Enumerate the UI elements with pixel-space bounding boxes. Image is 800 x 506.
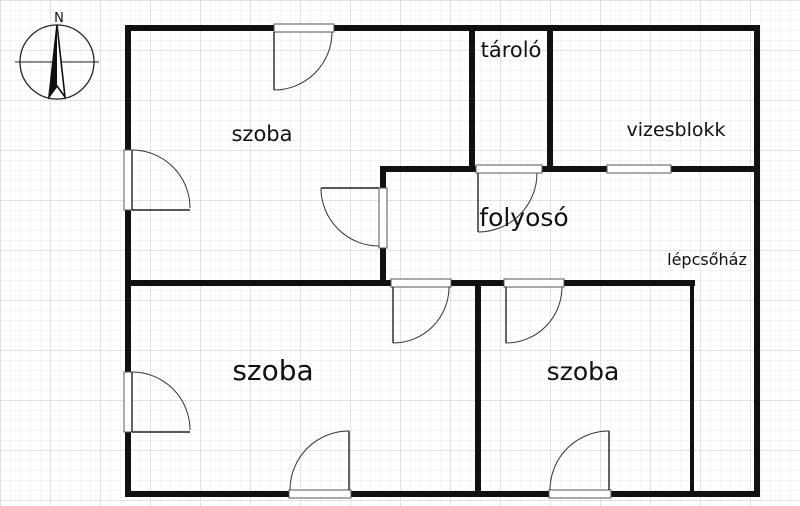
room-label-bottom-left: szoba	[232, 354, 313, 387]
room-label-bathroom: vizesblokk	[626, 119, 725, 141]
door-bathroom	[606, 164, 672, 174]
door-bottom-wall-right	[548, 430, 612, 499]
compass-north-label: N	[54, 11, 64, 26]
door-left-top-room	[123, 149, 191, 211]
door-storage	[475, 164, 543, 233]
room-label-bottom-right: szoba	[547, 357, 620, 386]
door-bottom-left-from-corridor	[390, 278, 452, 344]
room-label-corridor: folyosó	[479, 203, 568, 232]
room-label-stairwell: lépcsőház	[667, 250, 747, 269]
room-label-storage: tároló	[481, 38, 542, 62]
door-corridor-left	[320, 187, 388, 249]
door-left-bottom-room	[123, 371, 191, 433]
door-top-left-room	[273, 23, 335, 91]
compass: N	[15, 11, 99, 100]
room-labels: szoba tároló vizesblokk folyosó lépcsőhá…	[231, 38, 746, 387]
doors	[123, 23, 672, 499]
door-bottom-right-from-corridor	[503, 278, 565, 344]
room-label-top-left: szoba	[231, 122, 292, 146]
door-bottom-wall-left	[288, 430, 352, 499]
